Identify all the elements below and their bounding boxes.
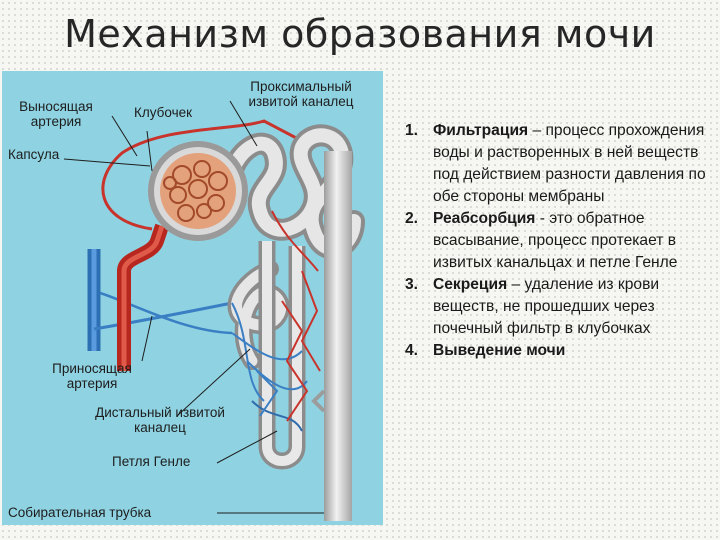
list-item-term: Секреция bbox=[433, 276, 508, 293]
collecting-duct-shape bbox=[311, 151, 352, 521]
label-leader-lines bbox=[63, 100, 324, 514]
list-item-number: 1. bbox=[405, 122, 419, 139]
proximal-tubule-shape bbox=[219, 124, 365, 260]
list-item-term: Фильтрация bbox=[433, 122, 529, 139]
afferent-artery-vessel bbox=[117, 223, 169, 371]
list-item: 2. Реабсорбция - это обратное всасывание,… bbox=[405, 208, 713, 274]
capillary-network bbox=[231, 210, 321, 432]
nephron-diagram: Выносящая артерия Клубочек Проксимальный… bbox=[2, 71, 383, 525]
label-capsule: Капсула bbox=[8, 147, 60, 162]
list-item: 3. Секреция – удаление из крови веществ, … bbox=[405, 274, 713, 340]
label-collecting-duct: Собирательная трубка bbox=[8, 505, 152, 520]
list-item-text: – удаление из крови веществ, не прошедши… bbox=[433, 276, 660, 337]
slide-title: Механизм образования мочи bbox=[64, 12, 656, 56]
nephron-illustration bbox=[63, 100, 365, 521]
process-list: 1. Фильтрация – процесс прохождения воды … bbox=[405, 120, 713, 362]
vein-vessel bbox=[87, 249, 233, 351]
label-efferent-artery: Выносящая артерия bbox=[19, 99, 93, 129]
label-afferent-artery: Приносящая артерия bbox=[52, 361, 132, 391]
efferent-artery-vessel bbox=[101, 119, 303, 231]
glomerulus-shape bbox=[160, 153, 236, 229]
list-item-text: – процесс прохождения воды и растворенны… bbox=[433, 122, 706, 205]
label-glomerulus: Клубочек bbox=[134, 105, 193, 120]
list-item-term: Реабсорбция bbox=[433, 210, 536, 227]
list-item: 1. Фильтрация – процесс прохождения воды … bbox=[405, 120, 713, 208]
label-proximal-tubule: Проксимальный извитой каналец bbox=[248, 79, 354, 109]
list-item-text: - это обратное всасывание, процесс проте… bbox=[433, 210, 678, 271]
distal-tubule-shape bbox=[227, 260, 290, 370]
list-item-term: Выведение мочи bbox=[433, 342, 566, 359]
list-item: 4. Выведение мочи bbox=[405, 340, 713, 362]
list-item-number: 2. bbox=[405, 210, 419, 227]
label-distal-tubule: Дистальный извитой каналец bbox=[95, 405, 225, 435]
label-henle-loop: Петля Генле bbox=[112, 454, 191, 469]
henle-loop-shape bbox=[258, 241, 306, 470]
list-item-number: 3. bbox=[405, 276, 419, 293]
list-item-number: 4. bbox=[405, 342, 419, 359]
